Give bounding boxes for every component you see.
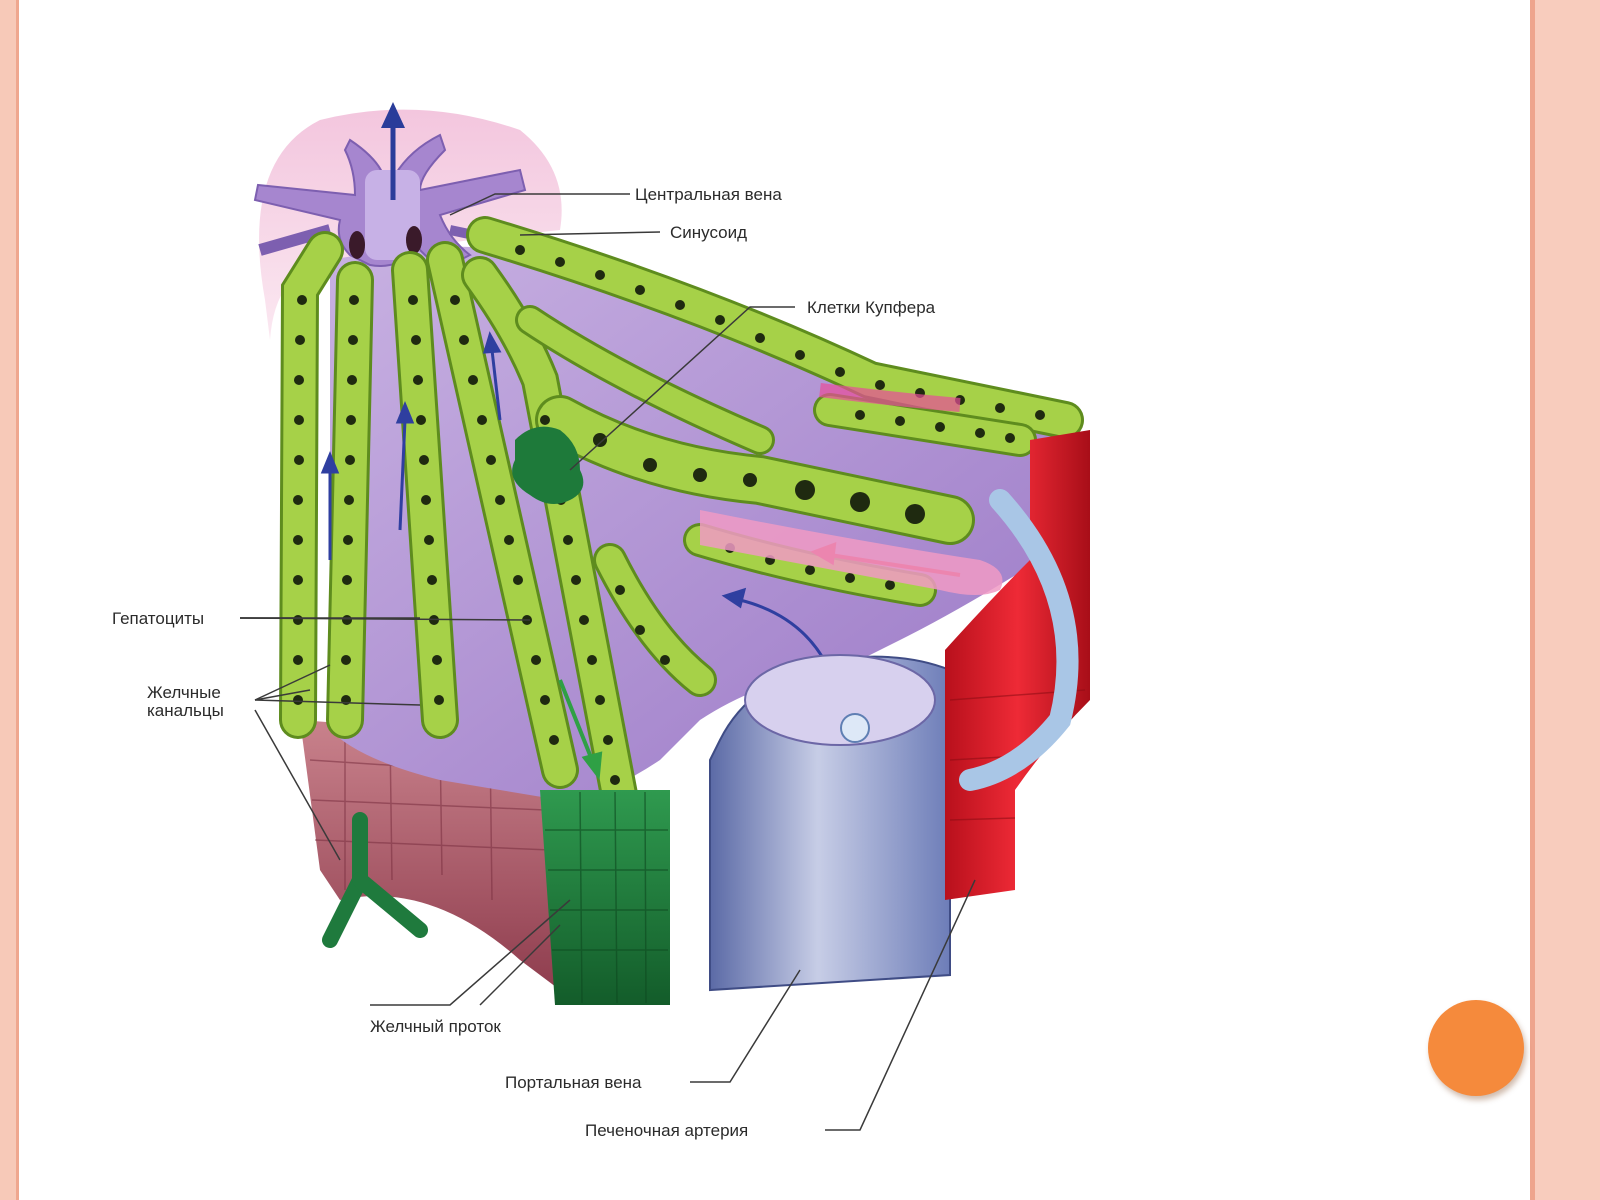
label-bile-duct: Желчный проток [370, 1017, 501, 1036]
label-hepatic-artery: Печеночная артерия [585, 1121, 748, 1140]
label-kupffer-cells: Клетки Купфера [807, 298, 936, 317]
label-bile-canaliculi-line2: канальцы [147, 701, 224, 720]
bile-duct [322, 790, 670, 1005]
blood-outflow-arrow [381, 102, 405, 200]
label-bile-canaliculi-line1: Желчные [147, 683, 221, 702]
label-portal-vein: Портальная вена [505, 1073, 642, 1092]
leader-lines [239, 193, 976, 1131]
slide-frame-left-line [16, 0, 19, 1200]
label-sinusoid: Синусоид [670, 223, 747, 242]
hepatocyte-cords [279, 216, 1084, 819]
slide-frame-right [1530, 0, 1600, 1200]
portal-vein [709, 654, 951, 992]
slide-frame-left [0, 0, 16, 1200]
kupffer-cell [512, 426, 584, 504]
slide-frame-right-line [1530, 0, 1535, 1200]
bile-channel [959, 489, 1079, 791]
arterial-sinusoid [700, 510, 1003, 595]
decorative-orange-circle [1428, 1000, 1524, 1096]
bile-flow-arrow [558, 679, 603, 781]
label-hepatocytes: Гепатоциты [112, 609, 204, 628]
label-central-vein: Центральная вена [635, 185, 782, 204]
